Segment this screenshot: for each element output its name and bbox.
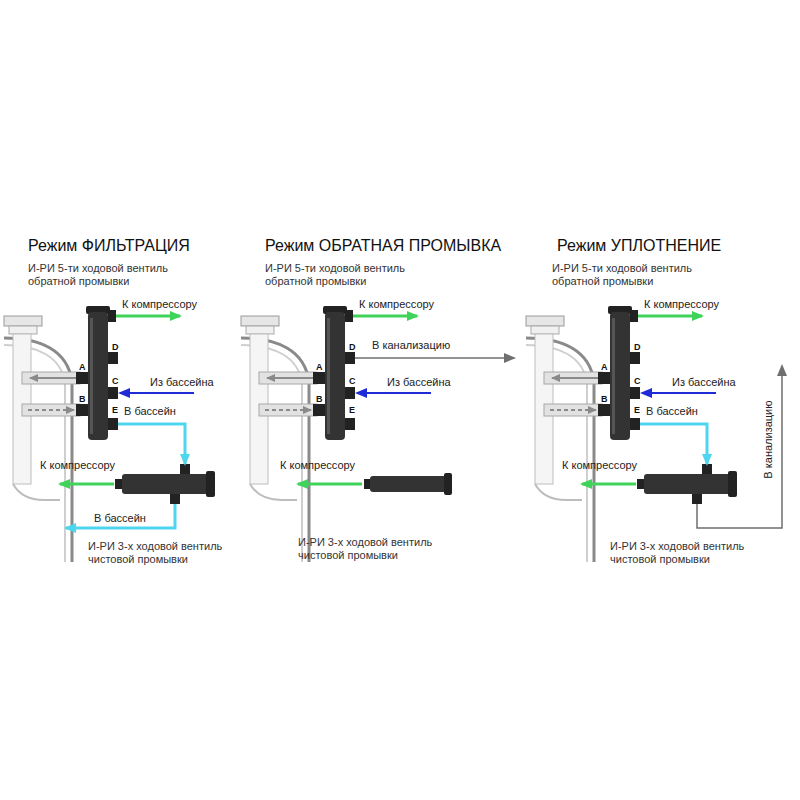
three-way-valve: [364, 473, 452, 495]
flow-line: [118, 424, 185, 464]
valve-caption: И-РИ 5-ти ходовой вентиль обратной промы…: [265, 262, 430, 288]
flow-label: В бассейн: [124, 405, 176, 418]
valve-caption: И-РИ 5-ти ходовой вентиль обратной промы…: [552, 262, 717, 288]
port-letter: D: [634, 342, 641, 353]
port-letter: A: [601, 362, 608, 373]
flow-line: [355, 357, 514, 359]
flow-label: Из бассейна: [150, 376, 214, 389]
port-letter: D: [112, 342, 119, 353]
flow-label: Из бассейна: [672, 376, 736, 389]
port-letter: B: [79, 394, 86, 405]
port-letter: A: [316, 362, 323, 373]
port-letter: C: [634, 376, 641, 387]
port-letter: D: [349, 342, 356, 353]
port-letter: E: [349, 405, 355, 416]
mode-title: Режим ФИЛЬТРАЦИЯ: [28, 236, 190, 255]
port-letter: B: [316, 394, 323, 405]
flow-label: К компрессору: [40, 459, 115, 472]
port-letter: C: [349, 376, 356, 387]
flow-label: В канализацию: [372, 339, 450, 352]
filter-tank: [4, 306, 194, 562]
port-letter: E: [634, 405, 640, 416]
flow-line: [697, 366, 782, 528]
flow-line: [66, 504, 175, 528]
filter-tank: [526, 306, 716, 562]
flow-label: К компрессору: [280, 459, 355, 472]
flow-label: В канализацию: [761, 401, 774, 479]
flow-label: К компрессору: [122, 298, 197, 311]
valve-caption: И-РИ 3-х ходовой вентиль чистовой промыв…: [88, 540, 253, 566]
port-letter: C: [112, 376, 119, 387]
mode-title: Режим УПЛОТНЕНИЕ: [557, 236, 721, 255]
flow-label: К компрессору: [359, 298, 434, 311]
flow-label: В бассейн: [646, 405, 698, 418]
valve-caption: И-РИ 5-ти ходовой вентиль обратной промы…: [28, 262, 193, 288]
port-letter: B: [601, 394, 608, 405]
flow-line: [298, 483, 362, 486]
valve-caption: И-РИ 3-х ходовой вентиль чистовой промыв…: [610, 540, 775, 566]
flow-line: [640, 424, 707, 464]
flow-label: В бассейн: [94, 512, 146, 525]
port-letter: E: [112, 405, 118, 416]
flow-label: К компрессору: [562, 459, 637, 472]
valve-caption: И-РИ 3-х ходовой вентиль чистовой промыв…: [298, 536, 463, 562]
flow-label: Из бассейна: [387, 376, 451, 389]
flow-label: К компрессору: [644, 298, 719, 311]
port-letter: A: [79, 362, 86, 373]
mode-title: Режим ОБРАТНАЯ ПРОМЫВКА: [265, 236, 501, 255]
